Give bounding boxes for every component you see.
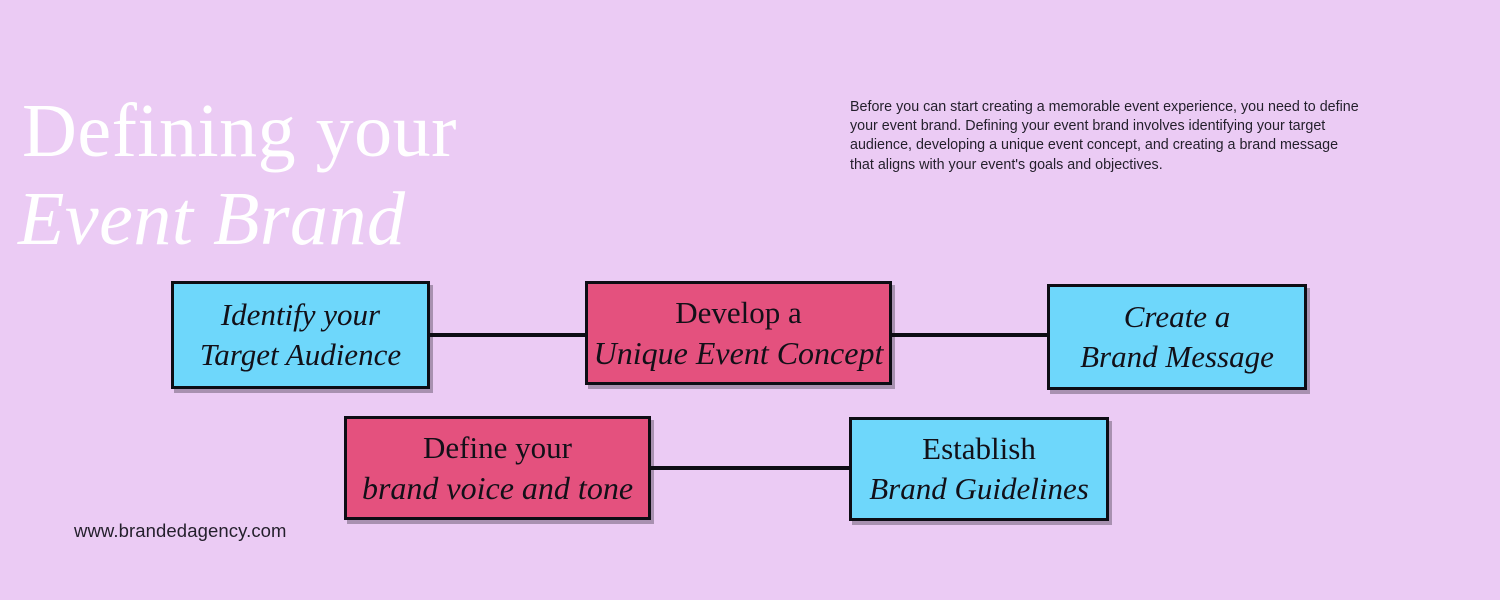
flow-box-develop-line-2: Unique Event Concept — [593, 335, 884, 371]
page-title: Defining your Event Brand — [18, 88, 582, 262]
flow-box-develop-unique-event-concept[interactable]: Develop a Unique Event Concept — [585, 281, 892, 385]
flow-box-define-brand-voice-and-tone[interactable]: Define your brand voice and tone — [344, 416, 651, 520]
flow-box-establish-line-1: Establish — [922, 431, 1036, 466]
flow-box-establish-brand-guidelines[interactable]: Establish Brand Guidelines — [849, 417, 1109, 521]
title-line-secondary: Event Brand — [18, 177, 406, 261]
flow-box-define-line-2: brand voice and tone — [361, 470, 634, 506]
connector-identify-to-develop — [428, 333, 588, 337]
flow-box-create-brand-message[interactable]: Create a Brand Message — [1047, 284, 1307, 390]
flow-box-define-line-1: Define your — [423, 430, 572, 465]
flow-box-identify-line-2: Target Audience — [199, 337, 402, 372]
website-url[interactable]: www.brandedagency.com — [74, 520, 287, 541]
flow-box-identify-target-audience[interactable]: Identify your Target Audience — [171, 281, 430, 389]
connector-develop-to-create — [889, 333, 1050, 337]
flow-box-identify-line-1: Identify your — [220, 297, 381, 332]
connector-define-to-establish — [648, 466, 852, 470]
intro-paragraph: Before you can start creating a memorabl… — [850, 99, 1359, 173]
title-line-primary: Defining your — [22, 89, 457, 173]
flow-box-develop-line-1: Develop a — [675, 295, 802, 330]
flow-box-create-line-1: Create a — [1123, 299, 1231, 334]
flow-box-establish-line-2: Brand Guidelines — [869, 471, 1089, 506]
flow-box-create-line-2: Brand Message — [1080, 339, 1274, 374]
